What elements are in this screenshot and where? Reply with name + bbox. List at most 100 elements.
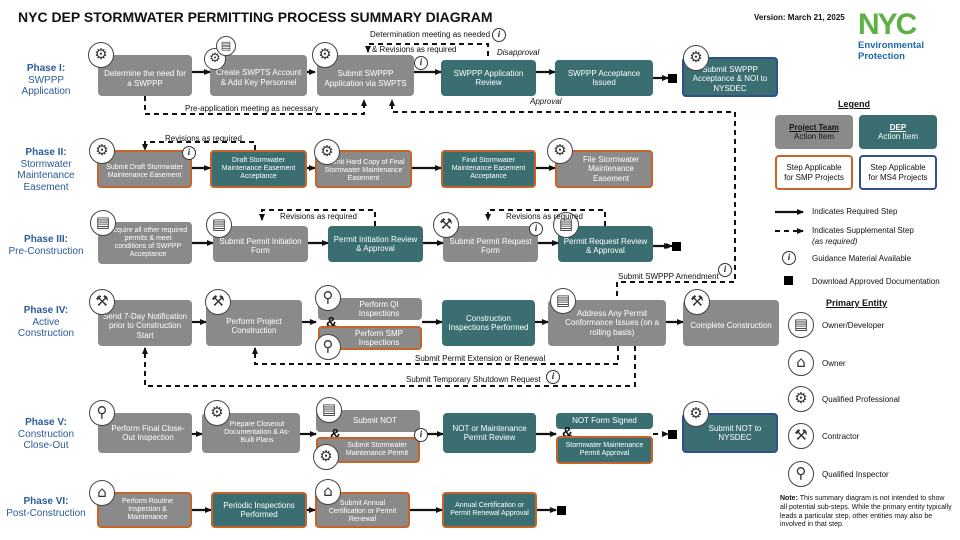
step-qi-inspections: Perform QI Inspections (318, 298, 422, 320)
logo-subtitle-1: Environmental (858, 40, 924, 51)
house-icon: ⌂ (788, 350, 814, 376)
step-annual-cert-approval: Annual Certification or Permit Renewal A… (442, 492, 537, 528)
p3-revisions-label-a: Revisions as required (280, 212, 357, 221)
magnifier-icon: ⚲ (315, 334, 341, 360)
entity-owner-developer: Owner/Developer (822, 321, 885, 330)
download-square-icon[interactable] (672, 242, 681, 251)
document-icon: ▤ (788, 312, 814, 338)
hammer-icon: ⚒ (205, 289, 231, 315)
legend-download-label: Download Approved Documentation (812, 277, 940, 286)
step-final-easement-acceptance: Final Stormwater Maintenance Easement Ac… (441, 150, 536, 188)
legend-ms4-box: Step Applicable for MS4 Projects (859, 155, 937, 190)
version-label: Version: March 21, 2025 (754, 13, 845, 22)
phase-1-number: Phase I: (26, 63, 66, 74)
step-submit-request-form: Submit Permit Request Form (443, 226, 538, 262)
phase-4-name-2: Construction (17, 328, 75, 339)
entity-owner: Owner (822, 359, 846, 368)
phase-1-name-1: SWPPP (27, 74, 65, 86)
document-icon: ▤ (216, 36, 236, 56)
shutdown-label: Submit Temporary Shutdown Request (406, 375, 541, 384)
magnifier-icon: ⚲ (315, 285, 341, 311)
step-create-account: Create SWPTS Account & Add Key Personnel (210, 55, 307, 96)
step-routine-inspection: Perform Routine Inspection & Maintenance (97, 492, 192, 528)
gear-icon: ⚙ (312, 42, 338, 68)
download-square-icon[interactable] (668, 430, 677, 439)
gear-icon: ⚙ (88, 42, 114, 68)
legend-project-team-label: Project Team (789, 122, 839, 132)
magnifier-icon: ⚲ (89, 400, 115, 426)
determination-label: Determination meeting as needed (370, 30, 491, 39)
amendment-label: Submit SWPPP Amendment (618, 272, 719, 281)
step-final-closeout-inspection: Perform Final Close-Out Inspection (98, 413, 192, 453)
legend-required-label: Indicates Required Step (812, 207, 898, 216)
phase-2-number: Phase II: (25, 147, 67, 158)
nyc-logo-mark: NYC (858, 8, 917, 41)
phase-6-name-1: Post-Construction (6, 507, 86, 519)
guidance-info-icon[interactable]: i (546, 370, 560, 384)
primary-entity-title: Primary Entity (826, 298, 888, 308)
p3-revisions-label-b: Revisions as required (506, 212, 583, 221)
guidance-info-icon[interactable]: i (492, 28, 506, 42)
document-icon: ▤ (550, 288, 576, 314)
guidance-info-icon[interactable]: i (182, 146, 196, 160)
revisions-label: & Revisions as required (372, 45, 457, 54)
ampersand: & (330, 426, 341, 443)
step-not-signed: NOT Form Signed (556, 413, 653, 429)
gear-icon: ⚙ (313, 444, 339, 470)
house-icon: ⌂ (315, 479, 341, 505)
phase-3-label: Phase III:Pre-Construction (4, 234, 88, 257)
step-complete-construction: Complete Construction (683, 300, 779, 346)
gear-icon: ⚙ (89, 138, 115, 164)
legend-smp-box: Step Applicable for SMP Projects (775, 155, 853, 190)
ampersand: & (326, 314, 337, 331)
note-text: This summary diagram is not intended to … (780, 495, 952, 529)
entity-qualified-professional: Qualified Professional (822, 395, 900, 404)
download-square-icon[interactable] (668, 74, 677, 83)
step-draft-easement-acceptance: Draft Stormwater Maintenance Easement Ac… (210, 150, 307, 188)
guidance-info-icon[interactable]: i (414, 56, 428, 70)
phase-4-name-1: Active (32, 316, 60, 328)
step-swppp-review: SWPPP Application Review (441, 60, 536, 96)
step-acquire-permits: Acquire all other required permits & mee… (98, 222, 192, 264)
guidance-info-icon[interactable]: i (529, 222, 543, 236)
gear-icon: ⚙ (683, 45, 709, 71)
legend-dep: DEP Action Item (859, 115, 937, 149)
legend-dep-sub: Action Item (877, 132, 918, 141)
nyc-logo: NYC Environmental Protection (858, 10, 948, 66)
gear-icon: ⚙ (204, 400, 230, 426)
phase-5-number: Phase V: (25, 417, 67, 428)
hammer-icon: ⚒ (89, 289, 115, 315)
phase-1-name-2: Application (21, 86, 71, 97)
download-square-icon[interactable] (557, 506, 566, 515)
preapp-label: Pre-application meeting as necessary (185, 104, 319, 113)
hammer-icon: ⚒ (788, 423, 814, 449)
legend-guidance-icon: i (782, 251, 796, 265)
phase-5-name-2: Close-Out (23, 440, 69, 451)
logo-subtitle-2: Protection (858, 51, 905, 62)
legend-download-icon (784, 276, 793, 285)
legend-project-team-sub: Action Item (793, 132, 834, 141)
document-icon: ▤ (206, 212, 232, 238)
extension-label: Submit Permit Extension or Renewal (415, 354, 546, 363)
legend-guidance-label: Guidance Material Available (812, 254, 912, 263)
step-determine-swppp: Determine the need for a SWPPP (98, 55, 192, 96)
guidance-info-icon[interactable]: i (414, 428, 428, 442)
phase-3-name-1: Pre-Construction (8, 245, 84, 257)
gear-icon: ⚙ (547, 138, 573, 164)
gear-icon: ⚙ (788, 386, 814, 412)
gear-icon: ⚙ (683, 401, 709, 427)
ampersand: & (562, 424, 573, 441)
note-block: Note: This summary diagram is not intend… (780, 495, 952, 530)
entity-qualified-inspector: Qualified Inspector (822, 470, 889, 479)
phase-3-number: Phase III: (24, 234, 68, 245)
hammer-icon: ⚒ (433, 212, 459, 238)
p2-revisions-label: Revisions as required (165, 134, 242, 143)
phase-2-name-2: Maintenance (17, 170, 75, 181)
phase-4-number: Phase IV: (23, 305, 69, 316)
guidance-info-icon[interactable]: i (718, 263, 732, 277)
